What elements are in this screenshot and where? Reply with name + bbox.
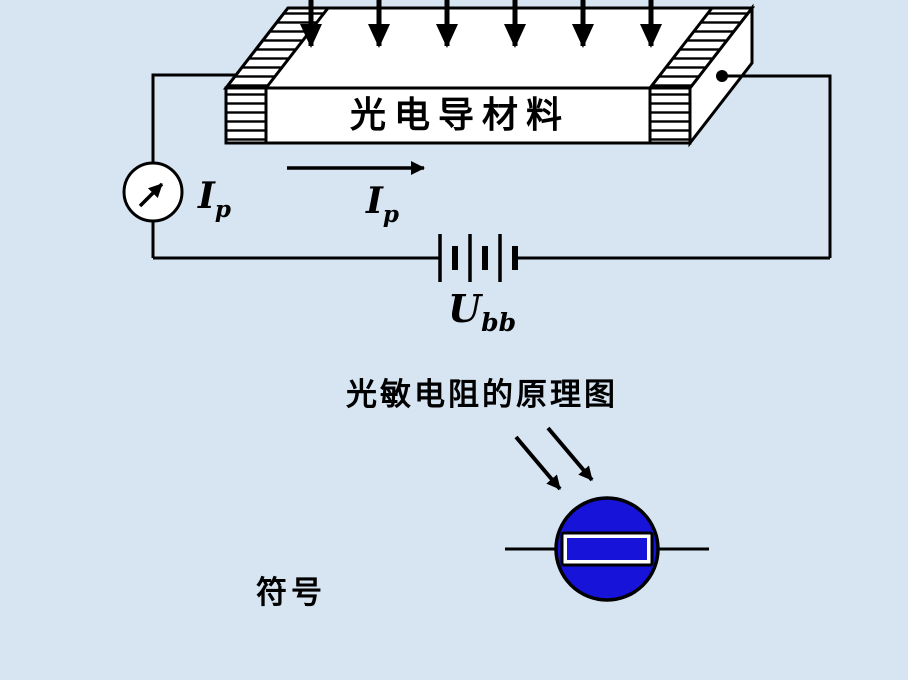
electrode-right-front (648, 86, 692, 145)
battery-voltage-label: Ubb (448, 286, 516, 337)
current-direction-label: Ip (365, 180, 399, 228)
symbol-light-arrows (514, 426, 594, 491)
photoconductor-box (222, 3, 756, 148)
symbol-label: 符号 (256, 575, 326, 611)
connection-dot (716, 70, 728, 82)
wire-right (722, 74, 832, 258)
electrode-left-front (224, 86, 268, 145)
symbol-light-arrow (546, 426, 594, 482)
diagram-title: 光敏电阻的原理图 (346, 377, 618, 413)
electrode-right-top (646, 6, 756, 90)
photoresistor-symbol (505, 426, 709, 602)
symbol-resistor-fill (567, 538, 647, 560)
battery-symbol (438, 234, 518, 282)
symbol-light-arrow (514, 435, 562, 491)
wire-left (151, 73, 236, 163)
ammeter-current-label: Ip (197, 175, 231, 223)
material-label: 光电导材料 (350, 95, 570, 136)
light-arrows (300, 0, 662, 48)
circuit-wiring (151, 73, 832, 260)
ammeter-needle (138, 182, 164, 208)
ammeter (122, 161, 184, 223)
